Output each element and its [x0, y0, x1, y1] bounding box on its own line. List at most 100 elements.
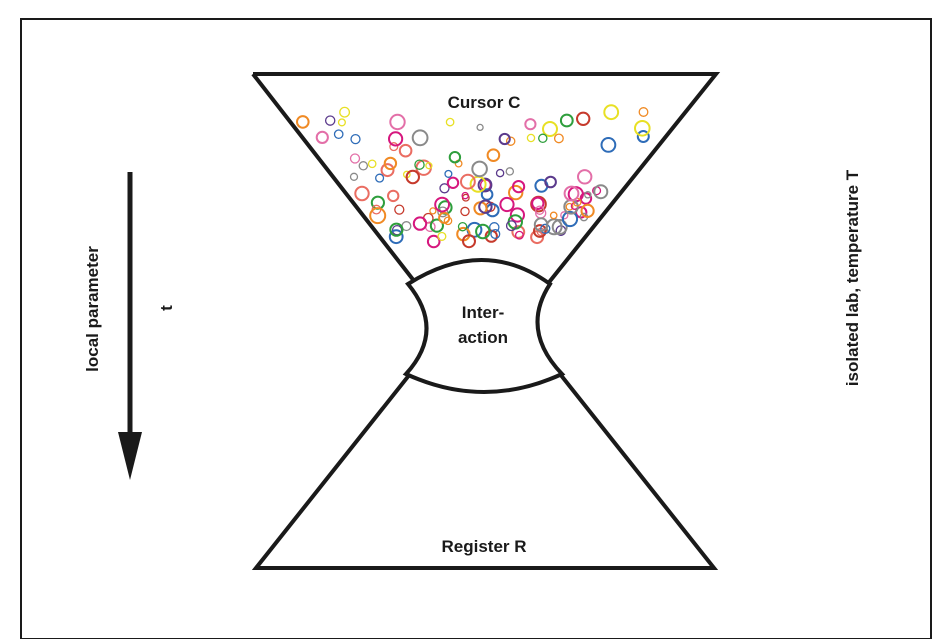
particle — [636, 130, 650, 143]
isolated-lab-label: isolated lab, temperature T — [843, 169, 862, 386]
cursor-label: Cursor C — [448, 93, 521, 112]
particle — [425, 162, 433, 170]
particle — [388, 131, 404, 147]
particle — [498, 132, 511, 146]
particle — [531, 196, 545, 211]
particle — [389, 113, 406, 131]
particle — [389, 222, 404, 237]
particle — [412, 216, 428, 231]
particle — [584, 191, 592, 199]
particle — [414, 159, 425, 170]
particle — [388, 229, 404, 245]
particle — [559, 113, 574, 128]
particle — [296, 115, 310, 129]
particle — [339, 106, 351, 118]
interaction-label-line2: action — [458, 328, 508, 347]
particle — [484, 229, 498, 243]
particle — [634, 120, 651, 137]
particle — [324, 115, 336, 126]
particle — [394, 204, 405, 215]
particle — [460, 173, 476, 190]
particle — [576, 111, 591, 127]
particle — [476, 123, 484, 132]
particle — [387, 189, 400, 203]
particle — [444, 169, 453, 178]
particle — [577, 169, 593, 185]
particle — [499, 196, 515, 213]
particle — [437, 206, 449, 218]
particle — [460, 206, 470, 217]
particle — [549, 211, 558, 220]
time-arrow-head — [118, 432, 142, 480]
particle — [533, 217, 549, 232]
particle — [448, 151, 462, 164]
particle — [505, 136, 516, 146]
particle — [446, 176, 460, 190]
particle — [524, 118, 537, 131]
particle — [561, 210, 579, 228]
particle — [542, 121, 558, 137]
local-parameter-label: local parameter — [83, 246, 102, 372]
particle — [593, 184, 609, 200]
particle — [350, 133, 361, 145]
particle — [445, 117, 455, 127]
particle — [383, 156, 398, 171]
interaction-chamber — [402, 258, 566, 394]
particle — [354, 185, 370, 202]
particle — [508, 184, 524, 201]
particle — [337, 118, 346, 127]
particle — [457, 221, 468, 232]
particle — [509, 207, 526, 223]
particle — [380, 163, 395, 178]
particle — [434, 196, 451, 213]
particle — [429, 207, 437, 215]
particle — [490, 228, 501, 240]
particle — [638, 107, 649, 117]
particle — [443, 216, 453, 226]
particle — [477, 177, 493, 193]
particle — [514, 230, 524, 240]
particle — [438, 200, 453, 215]
particle — [526, 133, 536, 143]
particle — [437, 231, 447, 241]
particle — [375, 173, 385, 183]
register-label: Register R — [441, 537, 526, 556]
particle — [367, 159, 377, 169]
particle — [544, 175, 557, 189]
particle — [475, 223, 491, 240]
particle — [603, 104, 620, 121]
particle — [315, 130, 329, 144]
particle — [471, 160, 488, 178]
cursor-chamber — [251, 72, 721, 288]
particle — [565, 202, 574, 211]
particle — [349, 172, 359, 181]
particle — [478, 199, 493, 214]
particle — [534, 205, 545, 215]
particle — [560, 211, 569, 220]
particle — [511, 225, 526, 239]
outer-frame — [20, 18, 932, 639]
particle — [580, 203, 595, 218]
particle — [439, 183, 450, 194]
particle — [495, 168, 505, 178]
particle — [405, 169, 420, 185]
interaction-label-line1: Inter- — [462, 303, 505, 322]
particle — [429, 218, 444, 233]
particle — [538, 133, 548, 144]
particle — [358, 161, 369, 171]
particle — [533, 224, 547, 238]
particle — [512, 180, 526, 194]
particle-cloud — [296, 104, 651, 249]
particle — [505, 167, 515, 176]
particle — [389, 142, 399, 152]
particle — [369, 207, 387, 225]
register-chamber — [251, 372, 719, 570]
particle — [438, 211, 451, 224]
particle — [398, 143, 413, 158]
particle — [462, 234, 476, 249]
t-label: t — [157, 305, 176, 311]
particle — [505, 220, 517, 232]
particle — [551, 219, 568, 235]
particle — [563, 185, 580, 202]
